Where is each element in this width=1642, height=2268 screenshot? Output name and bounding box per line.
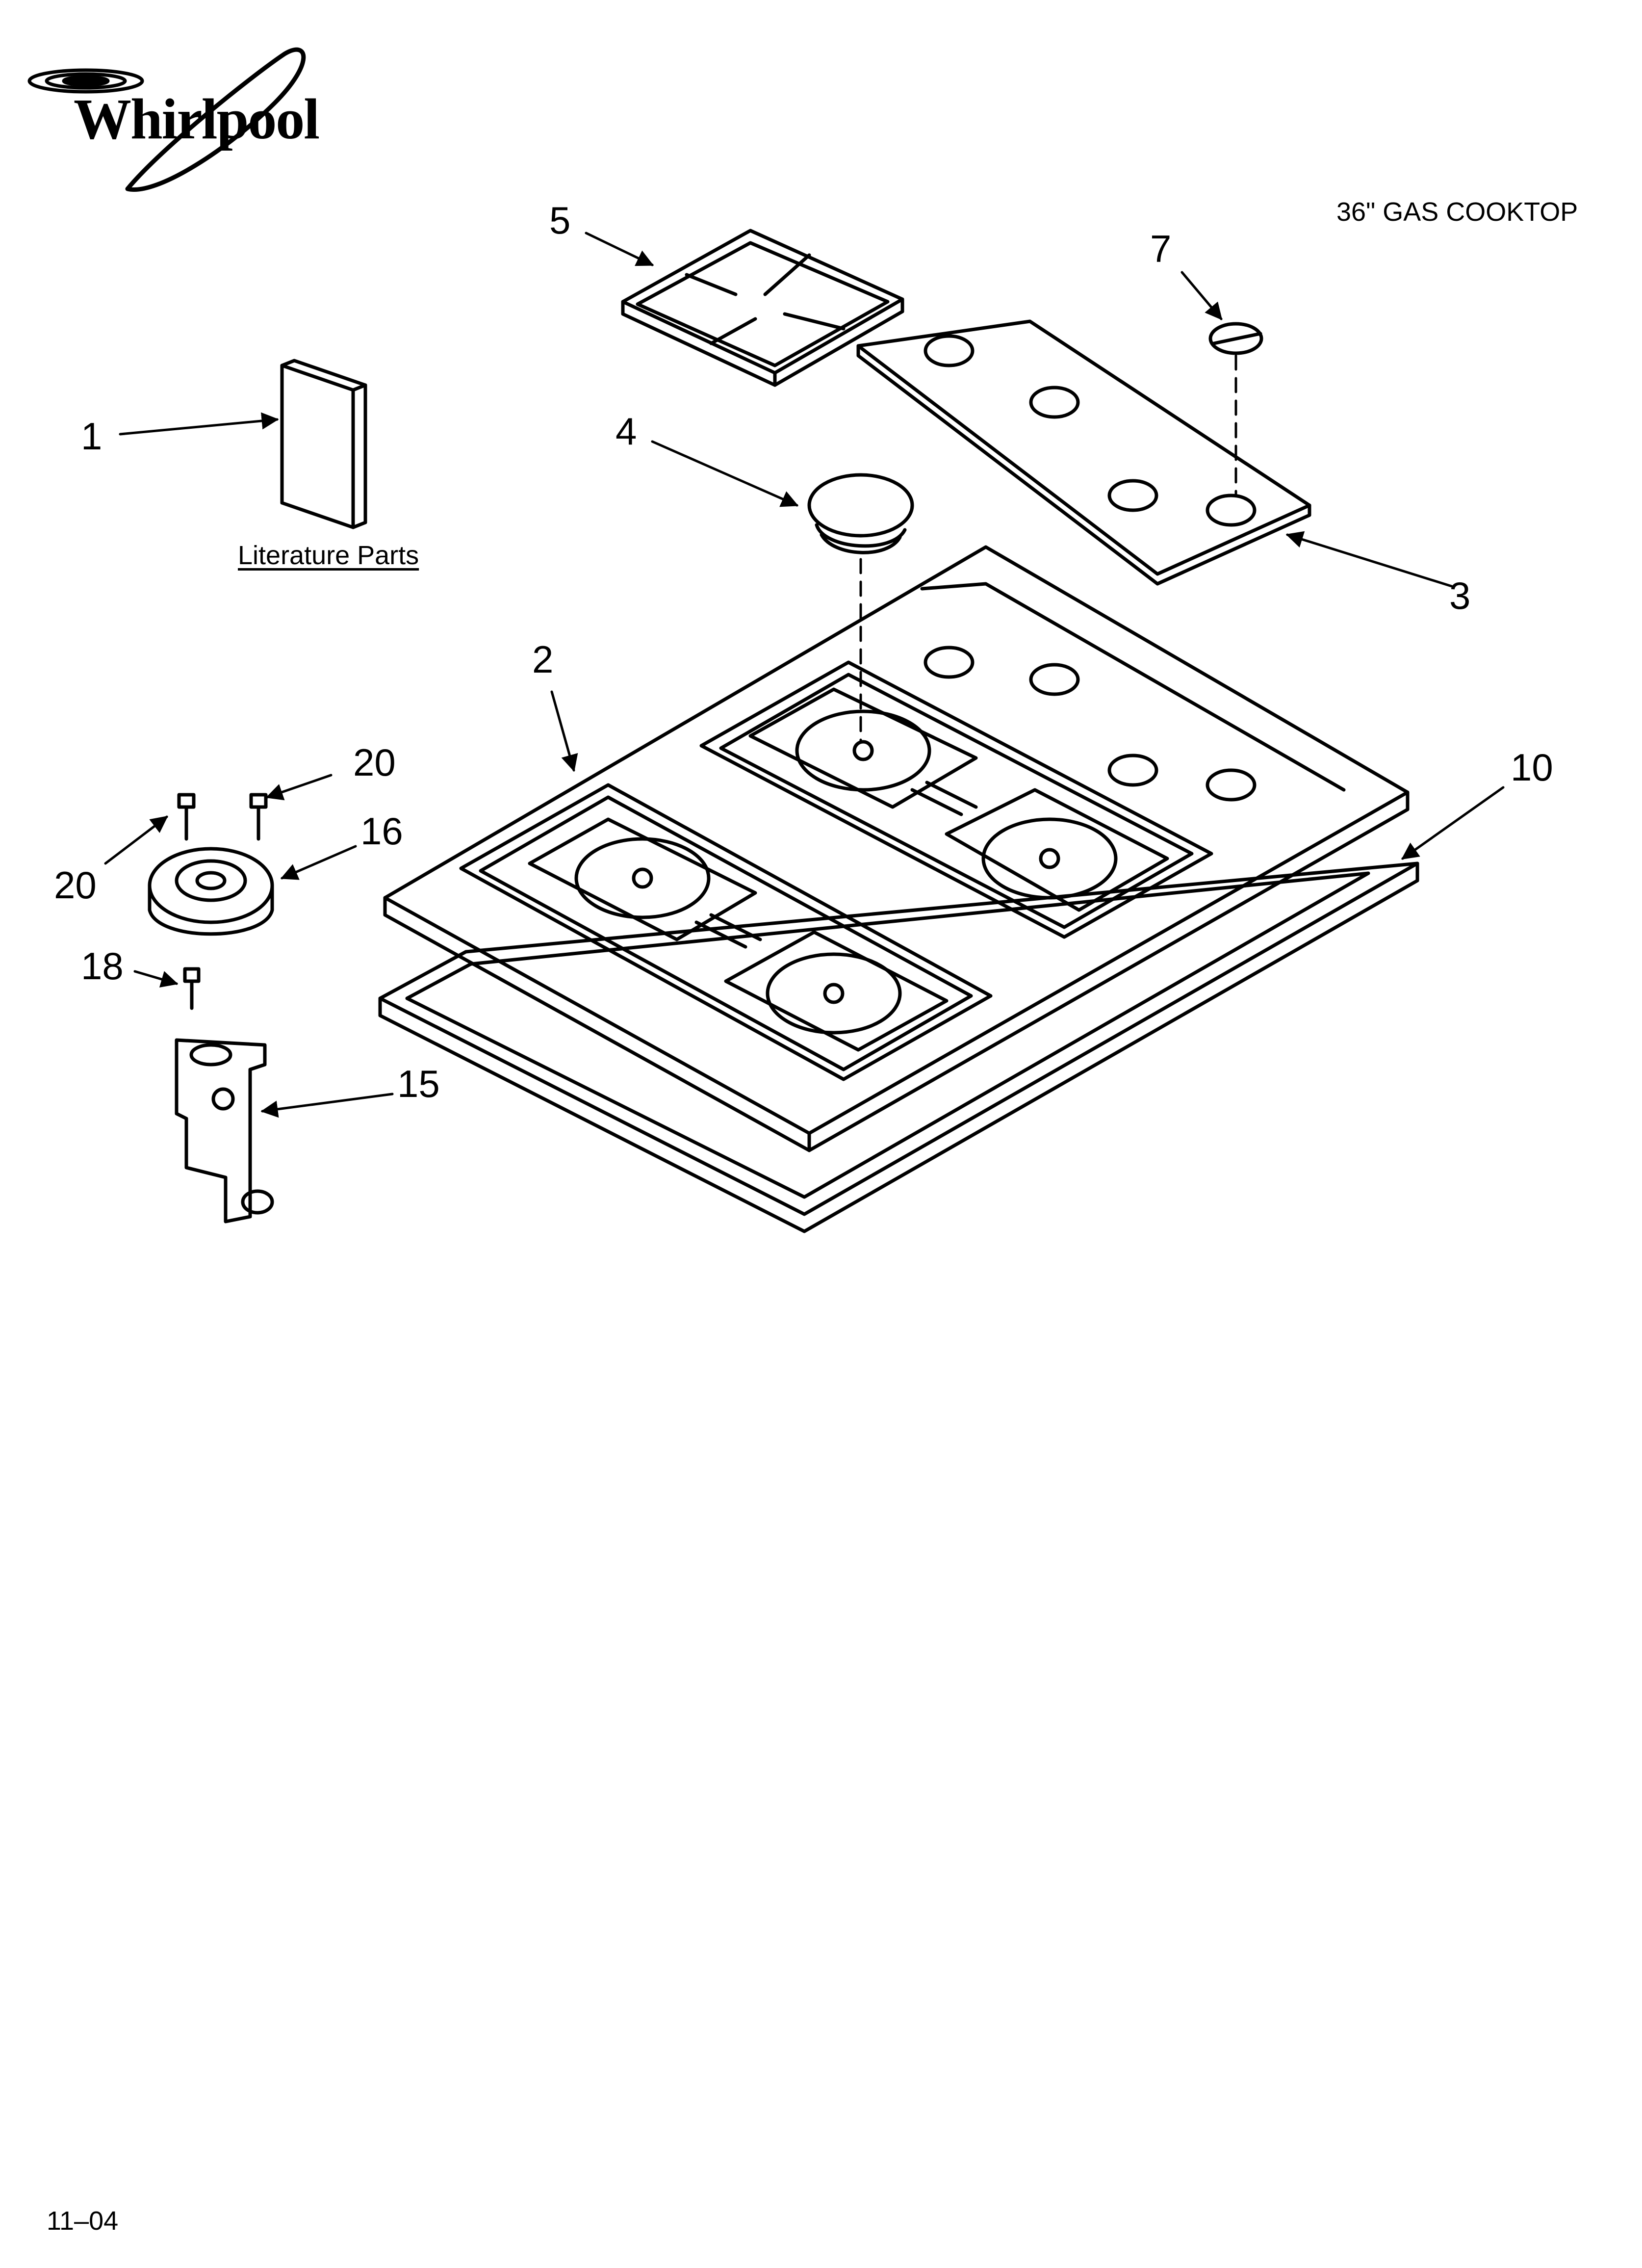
- control-knob-part: [1208, 322, 1263, 497]
- burner-cap-part: [807, 473, 914, 742]
- callout-20-lower: 20: [54, 863, 97, 907]
- callout-7: 7: [1150, 227, 1172, 270]
- callout-4: 4: [616, 410, 637, 453]
- callout-20-upper: 20: [353, 741, 396, 784]
- burner-grate-part: [621, 229, 904, 387]
- callout-3: 3: [1449, 574, 1471, 617]
- callout-16: 16: [360, 809, 403, 853]
- literature-parts-label: Literature Parts: [238, 541, 419, 570]
- brand-logo: Whirlpool: [74, 87, 320, 151]
- callout-18: 18: [81, 944, 124, 988]
- cooktop-main-part: [383, 545, 1410, 1152]
- callout-leaders: [104, 232, 1505, 1118]
- valve-bracket-part: [175, 1038, 274, 1224]
- burner-base-part: [148, 847, 274, 936]
- page-title: 36" GAS COOKTOP: [1336, 197, 1578, 227]
- whirlpool-logo: [27, 47, 306, 192]
- callout-1: 1: [81, 415, 103, 458]
- callout-5: 5: [549, 199, 571, 242]
- callout-15: 15: [397, 1062, 440, 1105]
- gasket-frame-part: [378, 861, 1419, 1233]
- control-panel-part: [856, 319, 1311, 586]
- screw-parts: [177, 793, 268, 1010]
- literature-parts-part: [280, 359, 367, 529]
- callout-10: 10: [1511, 746, 1553, 789]
- footer-code: 11–04: [47, 2206, 119, 2236]
- callout-2: 2: [532, 638, 554, 681]
